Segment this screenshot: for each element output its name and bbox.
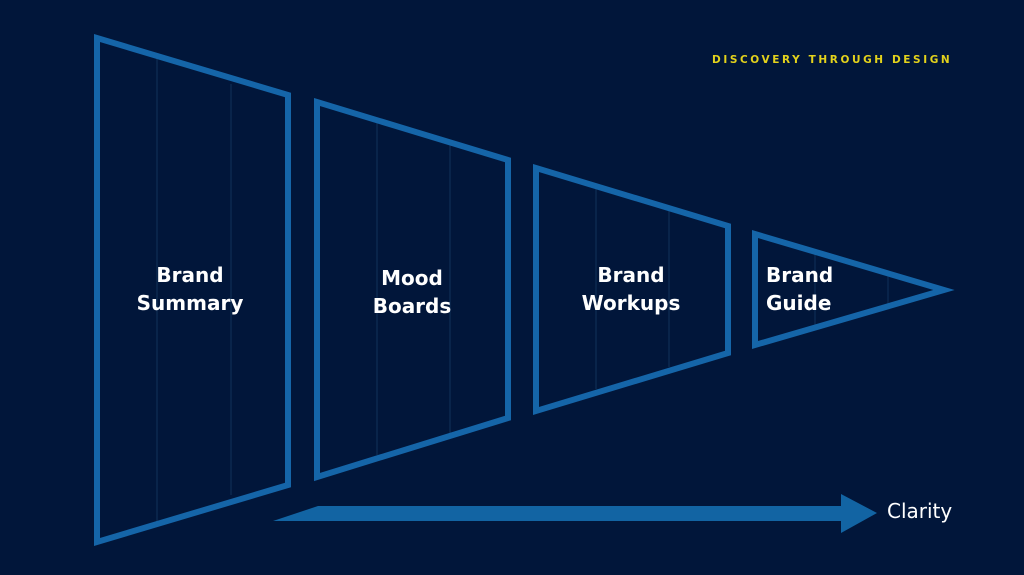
stage-label-line: Summary [136, 291, 244, 315]
stage-label-line: Boards [372, 294, 452, 318]
stage-label-brand-workups: Brand Workups [566, 261, 696, 317]
stage-3-shape [533, 163, 731, 416]
stage-label-line: Brand [597, 263, 665, 287]
stage-label-line: Brand [766, 263, 834, 287]
stage-4-shape [752, 229, 955, 349]
stage-label-line: Workups [581, 291, 681, 315]
stage-label-brand-summary: Brand Summary [125, 261, 255, 317]
stage-label-line: Guide [766, 291, 832, 315]
clarity-label: Clarity [887, 499, 953, 523]
stage-2-shape [314, 97, 511, 482]
stage-label-line: Brand [156, 263, 224, 287]
stage-label-mood-boards: Mood Boards [347, 264, 477, 320]
clarity-arrow-icon [273, 494, 877, 533]
tagline: DISCOVERY THROUGH DESIGN [712, 54, 953, 66]
stage-label-line: Mood [381, 266, 443, 290]
stage-label-brand-guide: Brand Guide [766, 261, 856, 317]
stage-1-shape [94, 33, 291, 547]
